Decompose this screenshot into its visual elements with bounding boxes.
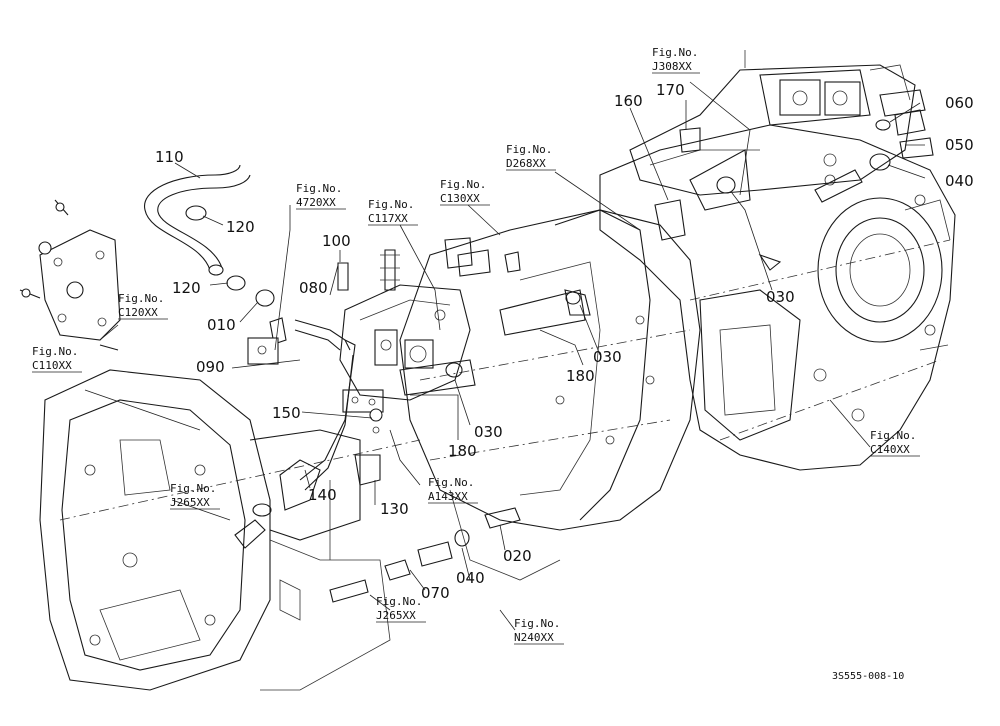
fig-ref-c140[interactable]: Fig.No. C140XX bbox=[870, 429, 920, 457]
svg-text:Fig.No.: Fig.No. bbox=[118, 292, 164, 305]
part-label-090: 090 bbox=[196, 358, 225, 376]
part-label-120: 120 bbox=[172, 279, 201, 297]
part-label-100: 100 bbox=[322, 232, 351, 250]
pipe-110 bbox=[144, 164, 251, 276]
part-label-060: 060 bbox=[945, 94, 974, 112]
svg-text:Fig.No.: Fig.No. bbox=[506, 143, 552, 156]
part-label-080: 080 bbox=[299, 279, 328, 297]
part-label-160: 160 bbox=[614, 92, 643, 110]
part-label-050: 050 bbox=[945, 136, 974, 154]
fig-ref-j308[interactable]: Fig.No. J308XX bbox=[652, 46, 700, 74]
svg-text:J265XX: J265XX bbox=[376, 609, 416, 622]
svg-text:Fig.No.: Fig.No. bbox=[368, 198, 414, 211]
svg-text:C110XX: C110XX bbox=[32, 359, 72, 372]
part-label-180: 180 bbox=[448, 442, 477, 460]
svg-text:Fig.No.: Fig.No. bbox=[440, 178, 486, 191]
fig-ref-j265[interactable]: Fig.No. J265XX bbox=[170, 482, 220, 510]
fig-ref-4720[interactable]: Fig.No. 4720XX bbox=[296, 182, 346, 210]
part-label-010: 010 bbox=[207, 316, 236, 334]
svg-text:Fig.No.: Fig.No. bbox=[652, 46, 698, 59]
hydraulic-block bbox=[629, 50, 926, 196]
fig-ref-a143[interactable]: Fig.No. A143XX bbox=[428, 476, 478, 504]
fig-ref-c130[interactable]: Fig.No. C130XX bbox=[440, 178, 490, 206]
svg-text:Fig.No.: Fig.No. bbox=[870, 429, 916, 442]
part-label-030: 030 bbox=[593, 348, 622, 366]
fig-ref-c110[interactable]: Fig.No. C110XX bbox=[32, 345, 82, 373]
svg-text:C120XX: C120XX bbox=[118, 306, 158, 319]
hose-clamps bbox=[185, 109, 934, 603]
svg-text:J308XX: J308XX bbox=[652, 60, 692, 73]
svg-text:A143XX: A143XX bbox=[428, 490, 468, 503]
svg-text:C117XX: C117XX bbox=[368, 212, 408, 225]
drawing-code: 3S555-008-10 bbox=[832, 671, 904, 682]
part-label-020: 020 bbox=[503, 547, 532, 565]
fig-ref-d268[interactable]: Fig.No. D268XX bbox=[506, 143, 556, 171]
part-label-170: 170 bbox=[656, 81, 685, 99]
part-label-110: 110 bbox=[155, 148, 184, 166]
center-case bbox=[399, 209, 701, 581]
part-label-070: 070 bbox=[421, 584, 450, 602]
part-label-040: 040 bbox=[945, 172, 974, 190]
svg-text:Fig.No.: Fig.No. bbox=[170, 482, 216, 495]
rear-housing bbox=[599, 124, 956, 471]
part-label-180: 180 bbox=[566, 367, 595, 385]
fig-ref-j265[interactable]: Fig.No. J265XX bbox=[376, 595, 426, 623]
leader-lines bbox=[84, 81, 926, 631]
fig-ref-n240[interactable]: Fig.No. N240XX bbox=[514, 617, 564, 645]
part-label-120: 120 bbox=[226, 218, 255, 236]
svg-text:N240XX: N240XX bbox=[514, 631, 554, 644]
svg-text:C140XX: C140XX bbox=[870, 443, 910, 456]
part-label-130: 130 bbox=[380, 500, 409, 518]
front-housing bbox=[39, 369, 421, 691]
part-label-030: 030 bbox=[474, 423, 503, 441]
valve-assembly bbox=[339, 249, 471, 413]
svg-text:Fig.No.: Fig.No. bbox=[514, 617, 560, 630]
part-label-030: 030 bbox=[766, 288, 795, 306]
part-label-040: 040 bbox=[456, 569, 485, 587]
fig-ref-c117[interactable]: Fig.No. C117XX bbox=[368, 198, 418, 226]
svg-text:Fig.No.: Fig.No. bbox=[428, 476, 474, 489]
svg-text:D268XX: D268XX bbox=[506, 157, 546, 170]
svg-text:J265XX: J265XX bbox=[170, 496, 210, 509]
part-number-labels: 110 120 120 010 080 100 090 150 140 130 … bbox=[155, 81, 974, 602]
part-label-140: 140 bbox=[308, 486, 337, 504]
part-label-150: 150 bbox=[272, 404, 301, 422]
svg-text:C130XX: C130XX bbox=[440, 192, 480, 205]
svg-text:Fig.No.: Fig.No. bbox=[296, 182, 342, 195]
svg-text:Fig.No.: Fig.No. bbox=[376, 595, 422, 608]
fig-ref-c120[interactable]: Fig.No. C120XX bbox=[118, 292, 168, 320]
svg-text:Fig.No.: Fig.No. bbox=[32, 345, 78, 358]
cover-plate bbox=[19, 199, 121, 351]
figure-references: Fig.No. J308XX Fig.No. D268XX Fig.No. C1… bbox=[32, 46, 920, 645]
svg-text:4720XX: 4720XX bbox=[296, 196, 336, 209]
